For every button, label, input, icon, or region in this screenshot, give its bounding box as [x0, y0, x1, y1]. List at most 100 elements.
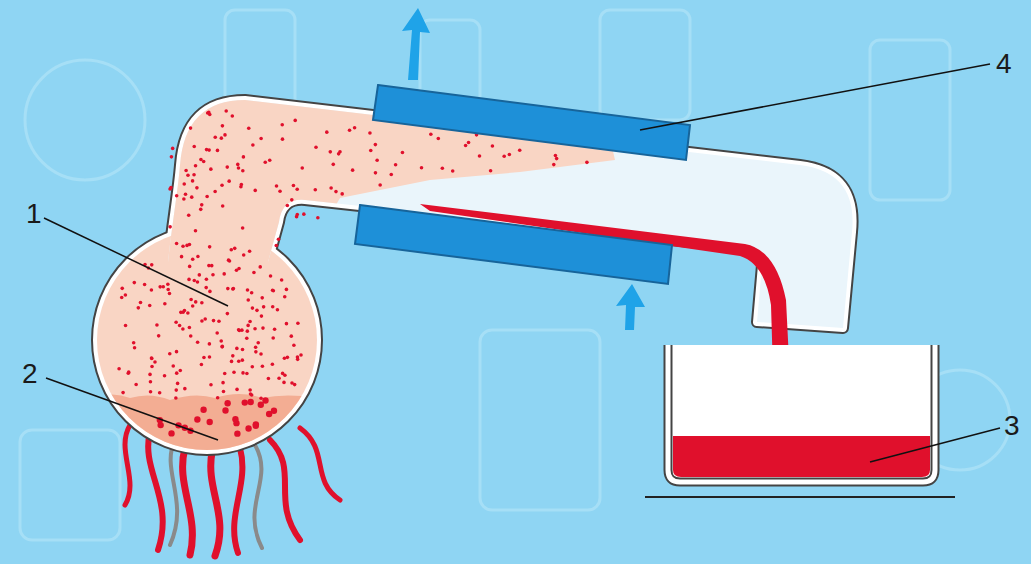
droplet: [250, 291, 254, 295]
droplet: [179, 311, 183, 315]
droplet: [258, 402, 264, 408]
droplet: [246, 288, 250, 292]
droplet: [274, 244, 278, 248]
droplet: [205, 278, 209, 282]
droplet: [290, 198, 294, 202]
droplet: [262, 305, 266, 309]
droplet: [232, 370, 236, 374]
droplet: [182, 182, 186, 186]
droplet: [328, 150, 332, 154]
droplet: [242, 155, 246, 159]
droplet: [134, 383, 138, 387]
droplet: [314, 145, 318, 149]
droplet: [263, 160, 267, 164]
droplet: [182, 197, 186, 201]
droplet: [251, 143, 255, 147]
droplet: [289, 334, 293, 338]
droplet: [351, 168, 355, 172]
droplet: [478, 154, 482, 158]
droplet: [194, 300, 198, 304]
droplet: [230, 114, 234, 118]
droplet: [158, 391, 162, 395]
droplet: [299, 353, 303, 357]
droplet: [184, 169, 188, 173]
droplet: [271, 288, 275, 292]
droplet: [158, 285, 162, 289]
droplet: [224, 109, 228, 113]
droplet: [259, 397, 263, 401]
droplet: [437, 137, 441, 141]
droplet: [149, 390, 153, 394]
droplet: [192, 279, 196, 283]
droplet: [220, 345, 224, 349]
droplet: [124, 293, 128, 297]
droplet: [337, 152, 341, 156]
droplet: [285, 322, 289, 326]
droplet: [552, 163, 556, 167]
droplet: [293, 119, 297, 123]
droplet: [242, 399, 248, 405]
droplet: [149, 380, 153, 384]
droplet: [208, 342, 212, 346]
droplet: [353, 126, 357, 130]
droplet: [133, 346, 137, 350]
callout-number: 3: [1004, 412, 1020, 440]
droplet: [334, 190, 338, 194]
droplet: [249, 392, 253, 396]
droplet: [241, 348, 245, 352]
droplet: [267, 377, 271, 381]
droplet: [273, 327, 277, 331]
droplet: [247, 399, 253, 405]
droplet: [204, 286, 208, 290]
droplet: [217, 319, 221, 323]
droplet: [208, 355, 212, 359]
droplet: [281, 137, 285, 141]
droplet: [271, 336, 275, 340]
droplet: [187, 213, 191, 217]
droplet: [232, 416, 238, 422]
droplet: [245, 425, 251, 431]
droplet: [441, 166, 445, 170]
droplet: [280, 278, 284, 282]
droplet: [502, 154, 506, 158]
droplet: [208, 290, 212, 294]
droplet: [150, 357, 154, 361]
droplet: [168, 430, 174, 436]
water-flow-arrow: [402, 8, 645, 330]
droplet: [266, 411, 272, 417]
droplet: [233, 247, 237, 251]
droplet: [189, 298, 193, 302]
droplet: [253, 189, 257, 193]
droplet: [150, 356, 154, 360]
droplet: [150, 263, 154, 267]
droplet: [251, 365, 255, 369]
droplet: [254, 345, 258, 349]
background-pattern: [20, 10, 1010, 540]
droplet: [117, 367, 121, 371]
droplet: [231, 354, 235, 358]
droplet: [374, 171, 378, 175]
droplet: [224, 400, 230, 406]
droplet: [199, 158, 203, 162]
droplet: [237, 328, 241, 332]
droplet: [194, 229, 198, 233]
droplet: [285, 288, 289, 292]
callout-number: 2: [22, 360, 38, 388]
droplet: [163, 374, 167, 378]
droplet: [192, 145, 196, 149]
droplet: [148, 373, 152, 377]
droplet: [126, 371, 130, 375]
droplet: [253, 423, 259, 429]
droplet: [120, 296, 124, 300]
droplet: [188, 326, 192, 330]
droplet: [200, 363, 204, 367]
droplet: [161, 285, 165, 289]
callout-number: 1: [26, 200, 42, 228]
droplet: [508, 153, 512, 157]
droplet: [248, 320, 252, 324]
droplet: [277, 238, 281, 242]
droplet: [325, 130, 329, 134]
droplet: [132, 341, 136, 345]
